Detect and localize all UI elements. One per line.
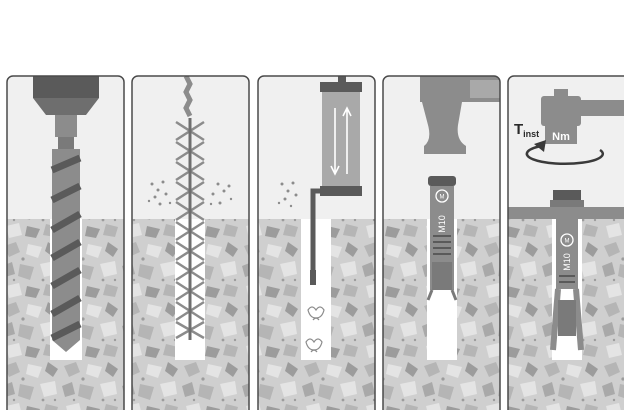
svg-text:M: M xyxy=(565,239,570,245)
torque-unit-label: Nm xyxy=(552,131,570,143)
step-5-panel: Nm Nm Tinst M M10 xyxy=(508,76,624,410)
step-2-panel xyxy=(132,76,249,410)
fixture-plate xyxy=(508,207,624,219)
step-3-panel xyxy=(258,76,375,410)
anchor-size-label: M10 xyxy=(437,215,447,233)
svg-text:M: M xyxy=(440,195,445,201)
torque-subscript-label: inst xyxy=(523,129,539,139)
anchor-bolt-icon: M M10 xyxy=(428,176,456,300)
drilled-hole xyxy=(301,219,331,360)
step-4-panel: M M10 xyxy=(383,76,500,410)
anchor-size-label: M10 xyxy=(562,253,572,271)
step-1-panel xyxy=(7,76,124,410)
